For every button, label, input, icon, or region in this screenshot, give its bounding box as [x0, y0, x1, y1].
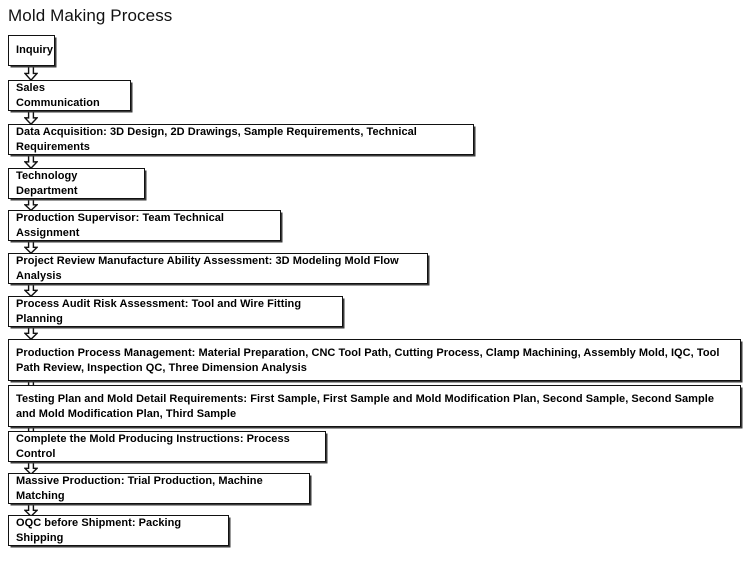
process-node-label: Technology Department: [16, 169, 78, 197]
process-node-label: Sales Communication: [16, 81, 100, 109]
process-node-process-audit[interactable]: Process Audit Risk Assessment: Tool and …: [8, 296, 343, 327]
down-arrow-icon: [24, 198, 38, 211]
process-node-data-acquisition[interactable]: Data Acquisition: 3D Design, 2D Drawings…: [8, 124, 474, 155]
down-arrow-icon: [24, 240, 38, 254]
down-arrow-icon: [24, 110, 38, 125]
process-node-label: Production Process Management: Material …: [16, 347, 720, 374]
process-node-label: Massive Production: Trial Production, Ma…: [16, 474, 263, 502]
down-arrow-icon: [24, 503, 38, 517]
process-node-production-supervisor[interactable]: Production Supervisor: Team Technical As…: [8, 210, 281, 241]
process-node-label: Complete the Mold Producing Instructions…: [16, 432, 290, 460]
process-node-project-review[interactable]: Project Review Manufacture Ability Asses…: [8, 253, 428, 284]
process-node-label: Project Review Manufacture Ability Asses…: [16, 254, 399, 282]
process-node-complete-mold-instructions[interactable]: Complete the Mold Producing Instructions…: [8, 431, 326, 462]
process-node-label: Inquiry: [16, 44, 54, 56]
down-arrow-icon: [24, 283, 38, 297]
down-arrow-icon: [24, 326, 38, 340]
process-node-sales-communication[interactable]: Sales Communication: [8, 80, 131, 111]
process-node-inquiry[interactable]: Inquiry: [8, 35, 55, 66]
down-arrow-icon: [24, 65, 38, 81]
process-node-label: Data Acquisition: 3D Design, 2D Drawings…: [16, 125, 417, 153]
process-node-testing-plan[interactable]: Testing Plan and Mold Detail Requirement…: [8, 385, 741, 427]
process-node-oqc-before-shipment[interactable]: OQC before Shipment: Packing Shipping: [8, 515, 229, 546]
process-node-label: Process Audit Risk Assessment: Tool and …: [16, 297, 302, 325]
process-node-production-process-management[interactable]: Production Process Management: Material …: [8, 339, 741, 381]
process-node-label: Production Supervisor: Team Technical As…: [16, 211, 225, 239]
process-node-label: OQC before Shipment: Packing Shipping: [16, 516, 182, 544]
down-arrow-icon: [24, 154, 38, 169]
process-node-label: Testing Plan and Mold Detail Requirement…: [16, 393, 714, 420]
down-arrow-icon: [24, 461, 38, 475]
process-node-massive-production[interactable]: Massive Production: Trial Production, Ma…: [8, 473, 310, 504]
page-title: Mold Making Process: [8, 6, 173, 25]
process-node-technology-department[interactable]: Technology Department: [8, 168, 145, 199]
